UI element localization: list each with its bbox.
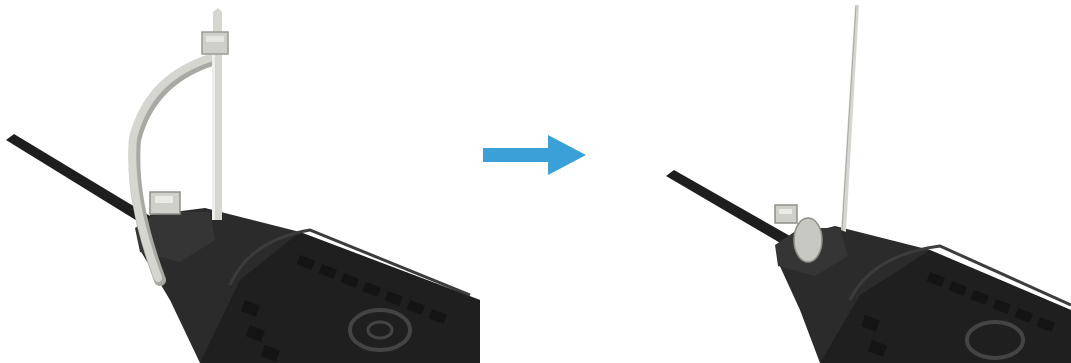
connector-body <box>135 208 480 363</box>
cable <box>666 170 790 244</box>
connector-after-drawing <box>650 0 1071 363</box>
step-arrow <box>478 130 593 180</box>
after-step-illustration <box>650 0 1071 363</box>
before-step-illustration <box>0 0 480 363</box>
connector-before-drawing <box>0 0 480 363</box>
cable-tie <box>775 5 859 262</box>
arrow-right-icon <box>478 130 593 180</box>
